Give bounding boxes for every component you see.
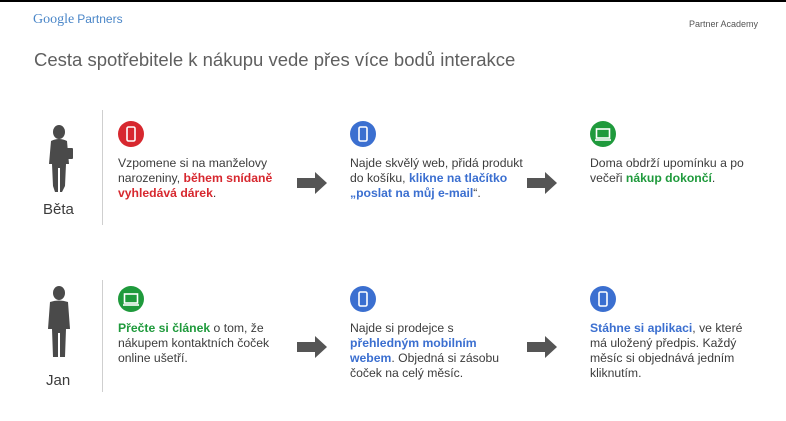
- step-segment: o tom, že nákupem kontaktních čoček onli…: [118, 321, 270, 365]
- laptop-icon: [118, 286, 144, 312]
- step-highlight: Přečte si článek: [118, 321, 211, 335]
- arrow-right-icon: [297, 172, 327, 199]
- arrow-right-icon: [527, 336, 557, 363]
- arrow-right-icon: [297, 336, 327, 363]
- step-segment: , ve které má uložený předpis. Každý měs…: [590, 321, 743, 380]
- step-text-jan-2: Najde si prodejce s přehledným mobilním …: [350, 321, 500, 381]
- step-highlight: přehledným mobilním webem: [350, 336, 477, 365]
- phone-icon: [118, 121, 144, 147]
- logo-partners-text: Partners: [77, 12, 123, 26]
- step-segment: Najde si prodejce s: [350, 321, 454, 335]
- step-segment: . Objedná si zásobu čoček na celý měsíc.: [350, 351, 500, 380]
- page-title: Cesta spotřebitele k nákupu vede přes ví…: [34, 49, 516, 70]
- person-name-jan: Jan: [46, 372, 71, 389]
- step-segment: Doma obdrží upomínku a po večeři: [590, 156, 744, 185]
- step-segment: Vzpomene si na manželovy narozeniny,: [118, 156, 268, 185]
- person-name-beta: Běta: [43, 201, 74, 218]
- woman-silhouette-icon: [42, 124, 76, 199]
- logo-google-text: Google: [33, 12, 75, 27]
- step-text-jan-1: Přečte si článek o tom, že nákupem konta…: [118, 321, 288, 366]
- step-text-beta-1: Vzpomene si na manželovy narozeniny, běh…: [118, 156, 283, 201]
- step-segment: .: [212, 186, 217, 200]
- step-text-beta-3: Doma obdrží upomínku a po večeři nákup d…: [590, 156, 760, 186]
- phone-icon: [590, 286, 616, 312]
- top-border: [0, 0, 786, 2]
- phone-icon: [350, 286, 376, 312]
- phone-icon: [350, 121, 376, 147]
- row-divider: [102, 110, 103, 225]
- laptop-icon: [590, 121, 616, 147]
- step-highlight: Stáhne si aplikaci: [590, 321, 693, 335]
- step-segment: “.: [473, 186, 481, 200]
- step-highlight: během snídaně vyhledává dárek: [118, 171, 273, 200]
- partner-academy-label: Partner Academy: [688, 19, 758, 29]
- man-silhouette-icon: [44, 285, 74, 365]
- step-highlight: nákup dokončí: [625, 171, 712, 185]
- step-segment: .: [711, 171, 716, 185]
- step-text-jan-3: Stáhne si aplikaci, ve které má uložený …: [590, 321, 755, 381]
- step-segment: Najde skvělý web, přidá produkt do košík…: [350, 156, 523, 185]
- arrow-right-icon: [527, 172, 557, 199]
- step-text-beta-2: Najde skvělý web, přidá produkt do košík…: [350, 156, 525, 201]
- row-divider: [102, 280, 103, 392]
- step-highlight: klikne na tlačítko „poslat na můj e-mail: [350, 171, 508, 200]
